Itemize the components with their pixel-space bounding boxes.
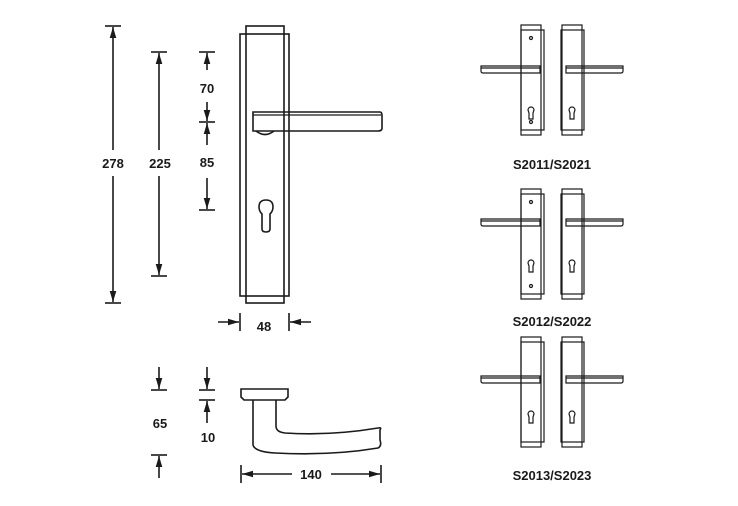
lever-icon <box>480 65 541 74</box>
dimension-overall-height: 278 <box>102 25 124 304</box>
variant-label: S2011/S2021 <box>513 157 591 172</box>
thumb-plate-left <box>480 336 545 448</box>
lever-icon <box>565 218 624 227</box>
screw-hole-icon <box>528 283 534 289</box>
dim-225: 225 <box>149 156 171 171</box>
dim-65: 65 <box>153 416 167 431</box>
screw-hole-icon <box>528 119 534 125</box>
dimension-plate-height: 225 <box>149 51 171 277</box>
variant-label: S2012/S2022 <box>513 314 592 329</box>
screw-hole-icon <box>528 199 534 205</box>
keyhole-icon <box>568 106 576 120</box>
lever-icon <box>480 375 541 384</box>
dimension-plate-width: 48 <box>218 313 311 334</box>
dim-140: 140 <box>300 467 322 482</box>
lever-icon <box>480 218 541 227</box>
dim-85: 85 <box>200 155 214 170</box>
keyhole-icon <box>568 259 576 273</box>
keyhole-icon <box>527 259 535 273</box>
thumb-plate-right <box>560 188 624 300</box>
variant-label: S2013/S2023 <box>513 468 592 483</box>
thumb-plate-right <box>560 336 624 448</box>
dimension-rosette-thickness: 10 <box>199 367 215 445</box>
dim-278: 278 <box>102 156 124 171</box>
dimension-lever-length: 140 <box>240 465 382 483</box>
variant-3: S2013/S2023 <box>480 336 624 483</box>
thumb-plate-right <box>560 24 624 136</box>
dimension-lever-position: 70 85 <box>199 51 215 211</box>
dim-48: 48 <box>257 319 271 334</box>
handle-front-view <box>239 25 383 304</box>
variant-2: S2012/S2022 <box>480 188 624 329</box>
dimension-lever-height: 65 <box>151 367 167 478</box>
dim-10: 10 <box>201 430 215 445</box>
thumb-plate-left <box>480 24 545 136</box>
dim-70: 70 <box>200 81 214 96</box>
screw-hole-icon <box>528 35 534 41</box>
keyhole-icon <box>527 106 535 120</box>
lever-side-view <box>240 388 382 455</box>
variant-1: S2011/S2021 <box>480 24 624 172</box>
thumb-plate-left <box>480 188 545 300</box>
lever-icon <box>565 375 624 384</box>
keyhole-icon <box>527 410 535 424</box>
keyhole-icon <box>568 410 576 424</box>
keyhole-icon <box>258 199 274 233</box>
lever-icon <box>565 65 624 74</box>
